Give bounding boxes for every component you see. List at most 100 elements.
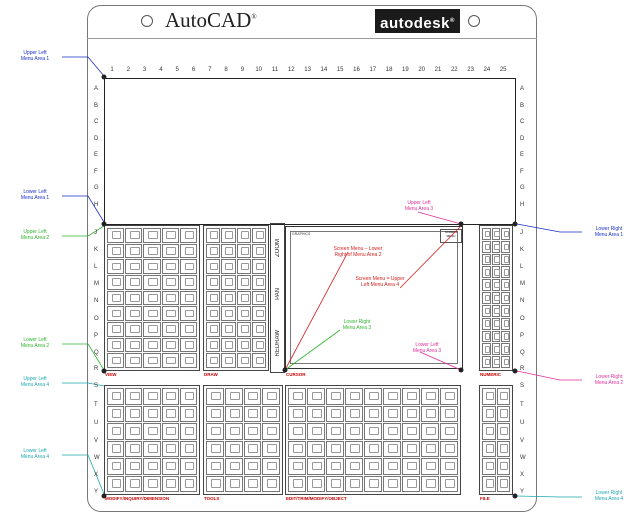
row-letter-right: J bbox=[520, 230, 523, 236]
row-letter-right: E bbox=[520, 152, 525, 158]
menu-cell bbox=[491, 304, 501, 317]
menu-cell bbox=[262, 440, 280, 457]
row-letter-left: E bbox=[94, 152, 99, 158]
menu-cell bbox=[107, 275, 125, 290]
menu-cell bbox=[482, 440, 496, 457]
middle-left-menu-area-1 bbox=[203, 225, 269, 371]
menu-cell bbox=[179, 423, 197, 440]
row-letter-left: T bbox=[94, 402, 98, 408]
menu-cell bbox=[206, 322, 221, 337]
menu-cell bbox=[383, 405, 401, 422]
menu-cell bbox=[496, 475, 510, 492]
row-letter-left: F bbox=[94, 169, 98, 175]
menu-cell bbox=[143, 337, 161, 353]
label-lower-right-menu-area-2: Lower Right Menu Area 2 bbox=[594, 374, 624, 386]
menu-cell bbox=[143, 322, 161, 337]
menu-cell bbox=[482, 475, 496, 492]
menu-cell bbox=[482, 228, 491, 240]
drawing-area bbox=[104, 78, 516, 225]
menu-cell bbox=[107, 353, 125, 368]
menu-cell bbox=[107, 458, 125, 475]
row-letter-right: T bbox=[520, 402, 524, 408]
menu-cell bbox=[262, 405, 280, 422]
menu-cell bbox=[224, 388, 243, 405]
menu-cell bbox=[307, 458, 325, 475]
column-number: 25 bbox=[499, 67, 507, 73]
menu-cell bbox=[501, 330, 510, 343]
menu-cell bbox=[364, 423, 382, 440]
row-letter-right: O bbox=[520, 316, 525, 322]
label-upper-left-menu-area-1: Upper Left Menu Area 1 bbox=[20, 50, 50, 62]
draw-block-label: DRAW bbox=[204, 372, 218, 377]
menu-cell bbox=[491, 330, 501, 343]
menu-cell bbox=[143, 388, 161, 405]
row-letter-right: M bbox=[520, 281, 525, 287]
menu-cell bbox=[236, 353, 251, 368]
row-letter-right: Q bbox=[520, 350, 525, 356]
menu-cell bbox=[288, 458, 306, 475]
menu-cell bbox=[440, 475, 458, 492]
modify-block-label: MODIFY/INQUIRY/DIMENSION bbox=[105, 496, 170, 501]
label-screen-menu-upper-left: Screen Menu = Upper Left Menu Area 4 bbox=[355, 276, 405, 288]
menu-cell bbox=[326, 405, 344, 422]
row-letter-left: W bbox=[94, 455, 100, 461]
menu-cell bbox=[243, 388, 262, 405]
menu-cell bbox=[206, 405, 224, 422]
menu-cell bbox=[421, 423, 439, 440]
row-letter-left: P bbox=[94, 333, 99, 339]
menu-cell bbox=[243, 458, 262, 475]
menu-cell bbox=[143, 290, 161, 306]
menu-cell bbox=[143, 353, 161, 368]
menu-cell bbox=[326, 475, 344, 492]
menu-cell bbox=[161, 440, 179, 457]
menu-cell bbox=[107, 243, 125, 259]
menu-cell bbox=[161, 475, 179, 492]
menu-cell bbox=[107, 290, 125, 306]
menu-cell bbox=[224, 440, 243, 457]
row-letter-left: U bbox=[94, 420, 99, 426]
menu-cell bbox=[496, 458, 510, 475]
row-letter-right: K bbox=[520, 247, 525, 253]
menu-cell bbox=[221, 353, 236, 368]
column-number: 24 bbox=[483, 67, 491, 73]
menu-cell bbox=[161, 405, 179, 422]
menu-cell bbox=[236, 228, 251, 243]
zoom-pan-redraw-strip: ZOOM PAN REDRAW bbox=[270, 223, 285, 373]
menu-cell bbox=[206, 243, 221, 259]
menu-cell bbox=[345, 475, 363, 492]
menu-cell bbox=[107, 405, 125, 422]
menu-cell bbox=[383, 458, 401, 475]
menu-cell bbox=[440, 458, 458, 475]
menu-cell bbox=[161, 388, 179, 405]
menu-cell bbox=[307, 405, 325, 422]
row-letter-right: L bbox=[520, 264, 524, 270]
menu-cell bbox=[179, 275, 197, 290]
menu-cell bbox=[221, 259, 236, 274]
column-number: 16 bbox=[353, 67, 360, 73]
leader-lower-right-2 bbox=[516, 370, 582, 381]
menu-cell bbox=[236, 259, 251, 274]
menu-cell bbox=[501, 253, 510, 266]
numeric-block-label: NUMERIC bbox=[480, 372, 501, 377]
menu-cell bbox=[421, 405, 439, 422]
menu-cell bbox=[107, 306, 125, 321]
menu-cell bbox=[383, 423, 401, 440]
menu-cell bbox=[206, 440, 224, 457]
menu-cell bbox=[491, 266, 501, 279]
corner-dot-upper-left-1 bbox=[101, 74, 107, 80]
menu-cell bbox=[143, 259, 161, 274]
menu-cell bbox=[482, 253, 491, 266]
menu-cell bbox=[125, 228, 143, 243]
menu-cell bbox=[107, 423, 125, 440]
column-number: 1 bbox=[110, 67, 114, 73]
menu-cell bbox=[491, 356, 501, 368]
menu-cell bbox=[107, 337, 125, 353]
menu-cell bbox=[482, 458, 496, 475]
leader-lower-left-2 bbox=[62, 343, 105, 371]
menu-cell bbox=[221, 275, 236, 290]
corner-dot-screen bbox=[282, 367, 288, 373]
menu-cell bbox=[143, 475, 161, 492]
menu-cell bbox=[402, 475, 420, 492]
row-letter-right: R bbox=[520, 366, 525, 372]
